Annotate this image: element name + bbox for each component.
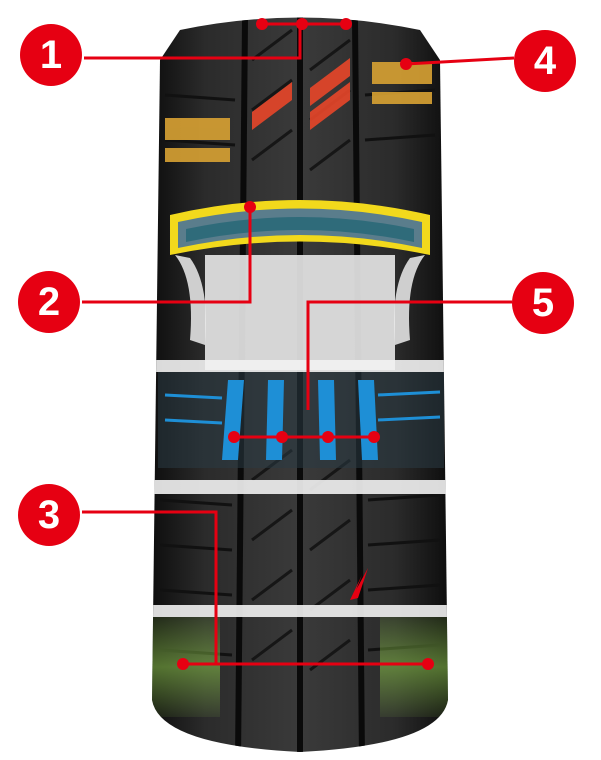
callout-connectors bbox=[82, 22, 515, 666]
cross-section bbox=[170, 200, 430, 345]
callout-badge-5: 5 bbox=[512, 272, 574, 334]
callout-badge-3: 3 bbox=[18, 484, 80, 546]
callout-badge-2: 2 bbox=[18, 271, 80, 333]
callout-dots bbox=[177, 18, 434, 670]
inner-liner bbox=[205, 255, 395, 370]
green-highlight-right bbox=[380, 617, 448, 717]
blue-highlight bbox=[158, 372, 444, 468]
shoulder-highlight bbox=[165, 62, 432, 162]
callout-badge-1: 1 bbox=[20, 24, 82, 86]
center-block-highlight bbox=[252, 58, 350, 130]
flame-logo-icon bbox=[350, 568, 368, 600]
callout-badge-4: 4 bbox=[514, 30, 576, 92]
section-bands bbox=[152, 360, 448, 617]
